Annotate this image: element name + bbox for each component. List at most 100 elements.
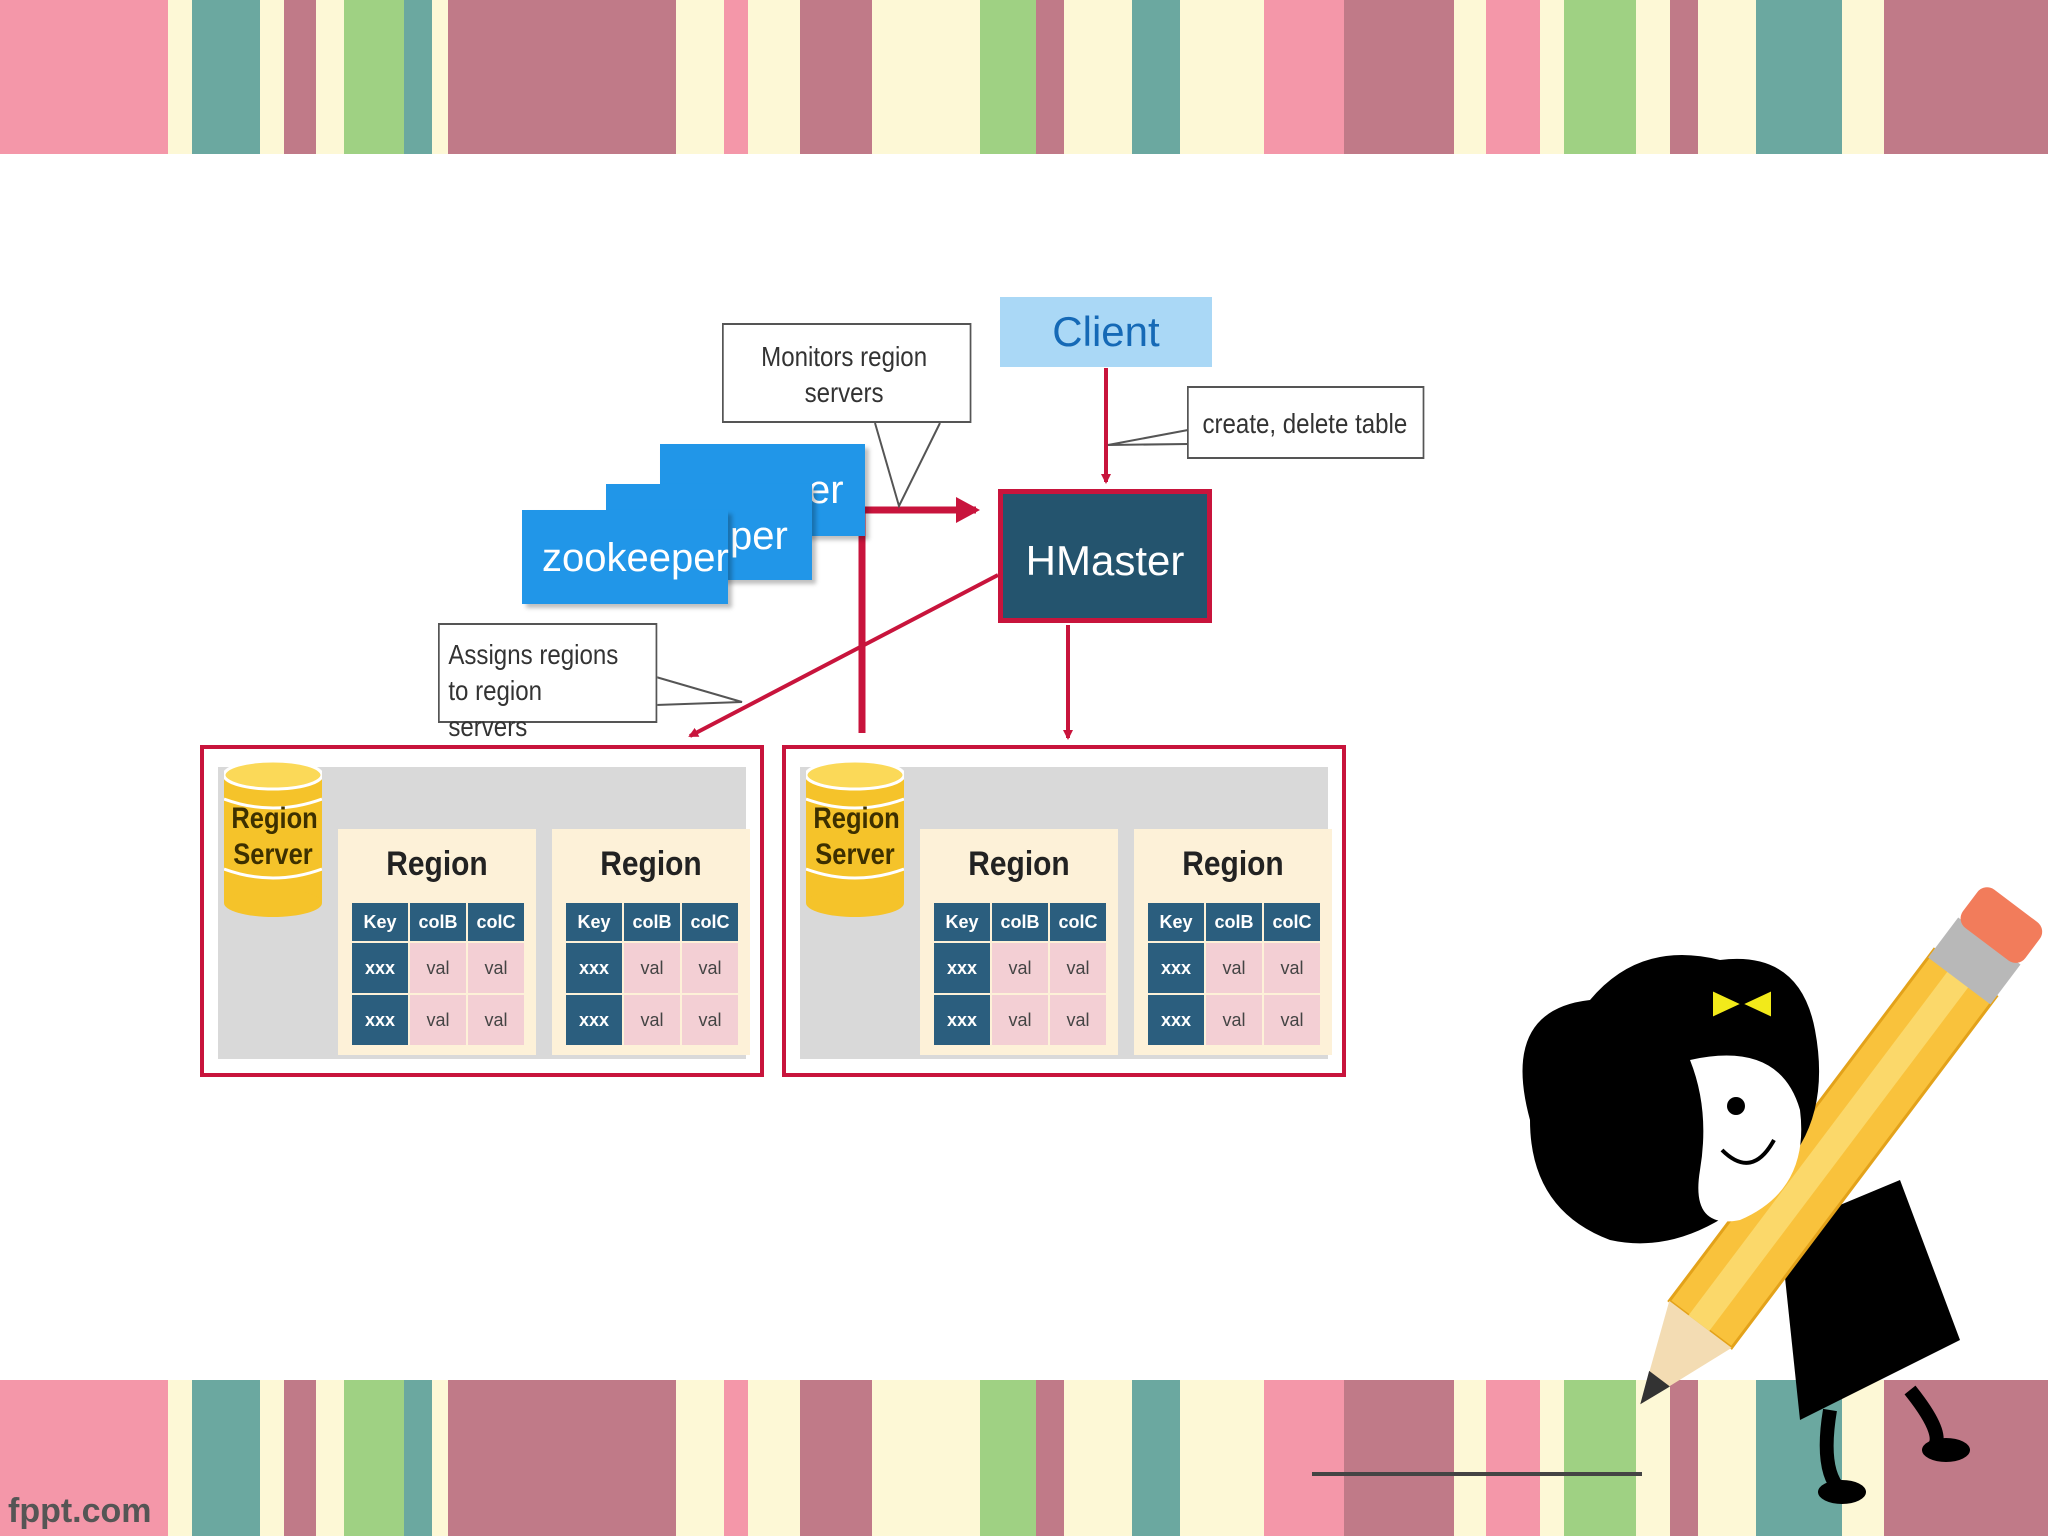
stripe	[748, 0, 800, 154]
stripe	[1884, 1380, 2048, 1536]
pencil-icon	[1640, 887, 2043, 1405]
stripe	[168, 1380, 192, 1536]
girl-legs	[1819, 1385, 1944, 1495]
region-table-header: Key colB colC	[352, 903, 524, 941]
header-cell: colC	[468, 903, 524, 941]
girl-dress	[1780, 1180, 1960, 1420]
region-table: Key colB colC xxx val val xxx val val	[564, 901, 740, 1047]
stripe	[1756, 0, 1842, 154]
stripe	[568, 0, 676, 154]
region-table-header: Key colB colC	[934, 903, 1106, 941]
zookeeper-middle-label: per	[730, 514, 788, 558]
stripe	[676, 0, 724, 154]
key-cell: xxx	[352, 995, 408, 1045]
zookeeper-label: zookeeper	[542, 536, 729, 580]
table-row: xxx val val	[352, 995, 524, 1045]
table-row: xxx val val	[934, 943, 1106, 993]
stripe	[404, 1380, 432, 1536]
callout-monitors-text: Monitors region servers	[761, 341, 928, 408]
hmaster-box: HMaster	[998, 489, 1212, 623]
stripe	[0, 1380, 168, 1536]
stripe	[316, 1380, 344, 1536]
key-cell: xxx	[934, 995, 990, 1045]
girl-smile	[1720, 1139, 1776, 1165]
table-row: xxx val val	[934, 995, 1106, 1045]
stripe	[1486, 1380, 1540, 1536]
zookeeper-back-label: er	[808, 468, 844, 512]
stripe	[1344, 0, 1454, 154]
value-cell: val	[992, 943, 1048, 993]
stripe	[568, 1380, 676, 1536]
stripe	[192, 1380, 260, 1536]
region-box: Region Key colB colC xxx val val xxx val…	[338, 829, 536, 1055]
region-box: Region Key colB colC xxx val val xxx val…	[1134, 829, 1332, 1055]
stripe	[1200, 1380, 1264, 1536]
value-cell: val	[1050, 943, 1106, 993]
stripe	[1670, 0, 1698, 154]
value-cell: val	[992, 995, 1048, 1045]
stripe	[1132, 1380, 1180, 1536]
region-server-right-cylinder-icon: Region Server	[804, 759, 906, 919]
key-cell: xxx	[352, 943, 408, 993]
stripe	[168, 0, 192, 154]
top-stripe-band	[0, 0, 2048, 154]
table-row: xxx val val	[352, 943, 524, 993]
table-row: xxx val val	[1148, 943, 1320, 993]
stripe	[872, 0, 980, 154]
value-cell: val	[624, 943, 680, 993]
callout-assigns-text: Assigns regions to region servers	[448, 639, 619, 742]
region-server-right: Region Server Region Key colB colC xxx v…	[782, 745, 1346, 1077]
region-table: Key colB colC xxx val val xxx val val	[932, 901, 1108, 1047]
region-server-left-cylinder-icon: Region Server	[222, 759, 324, 919]
header-cell: Key	[352, 903, 408, 941]
value-cell: val	[624, 995, 680, 1045]
stripe	[980, 1380, 1036, 1536]
monitors-callout-pointer	[874, 422, 941, 509]
stripe	[1670, 1380, 1698, 1536]
server-label-line2: Server	[815, 838, 895, 871]
region-table: Key colB colC xxx val val xxx val val	[1146, 901, 1322, 1047]
stripe	[676, 1380, 724, 1536]
callout-monitors-region-servers: Monitors region servers	[722, 323, 972, 423]
table-row: xxx val val	[1148, 995, 1320, 1045]
stripe	[1842, 1380, 1884, 1536]
stripe	[1454, 0, 1486, 154]
stripe	[1540, 1380, 1564, 1536]
stripe	[1636, 0, 1670, 154]
bottom-stripe-band	[0, 1380, 2048, 1536]
stripe	[344, 0, 404, 154]
stripe	[192, 0, 260, 154]
stripe	[1132, 0, 1180, 154]
region-server-right-label: Region Server	[813, 801, 900, 873]
stripe	[1454, 1380, 1486, 1536]
region-title: Region	[1182, 845, 1284, 883]
stripe	[1064, 0, 1096, 154]
stripe	[724, 0, 748, 154]
server-label-line1: Region	[813, 802, 900, 835]
stripe	[448, 1380, 568, 1536]
value-cell: val	[1206, 943, 1262, 993]
key-cell: xxx	[1148, 995, 1204, 1045]
stripe	[1698, 1380, 1756, 1536]
key-cell: xxx	[934, 943, 990, 993]
client-box: Client	[1000, 297, 1212, 367]
header-cell: colC	[1264, 903, 1320, 941]
value-cell: val	[1264, 995, 1320, 1045]
header-cell: colC	[682, 903, 738, 941]
stripe	[1540, 0, 1564, 154]
region-table-header: Key colB colC	[566, 903, 738, 941]
stripe	[1486, 0, 1540, 154]
value-cell: val	[410, 943, 466, 993]
stripe	[1344, 1380, 1454, 1536]
region-box: Region Key colB colC xxx val val xxx val…	[552, 829, 750, 1055]
zookeeper-box-front: zookeeper	[522, 510, 729, 604]
stripe	[404, 0, 432, 154]
header-cell: colC	[1050, 903, 1106, 941]
header-cell: Key	[1148, 903, 1204, 941]
key-cell: xxx	[566, 995, 622, 1045]
hmaster-label: HMaster	[1025, 537, 1185, 584]
region-table: Key colB colC xxx val val xxx val val	[350, 901, 526, 1047]
value-cell: val	[682, 943, 738, 993]
value-cell: val	[682, 995, 738, 1045]
